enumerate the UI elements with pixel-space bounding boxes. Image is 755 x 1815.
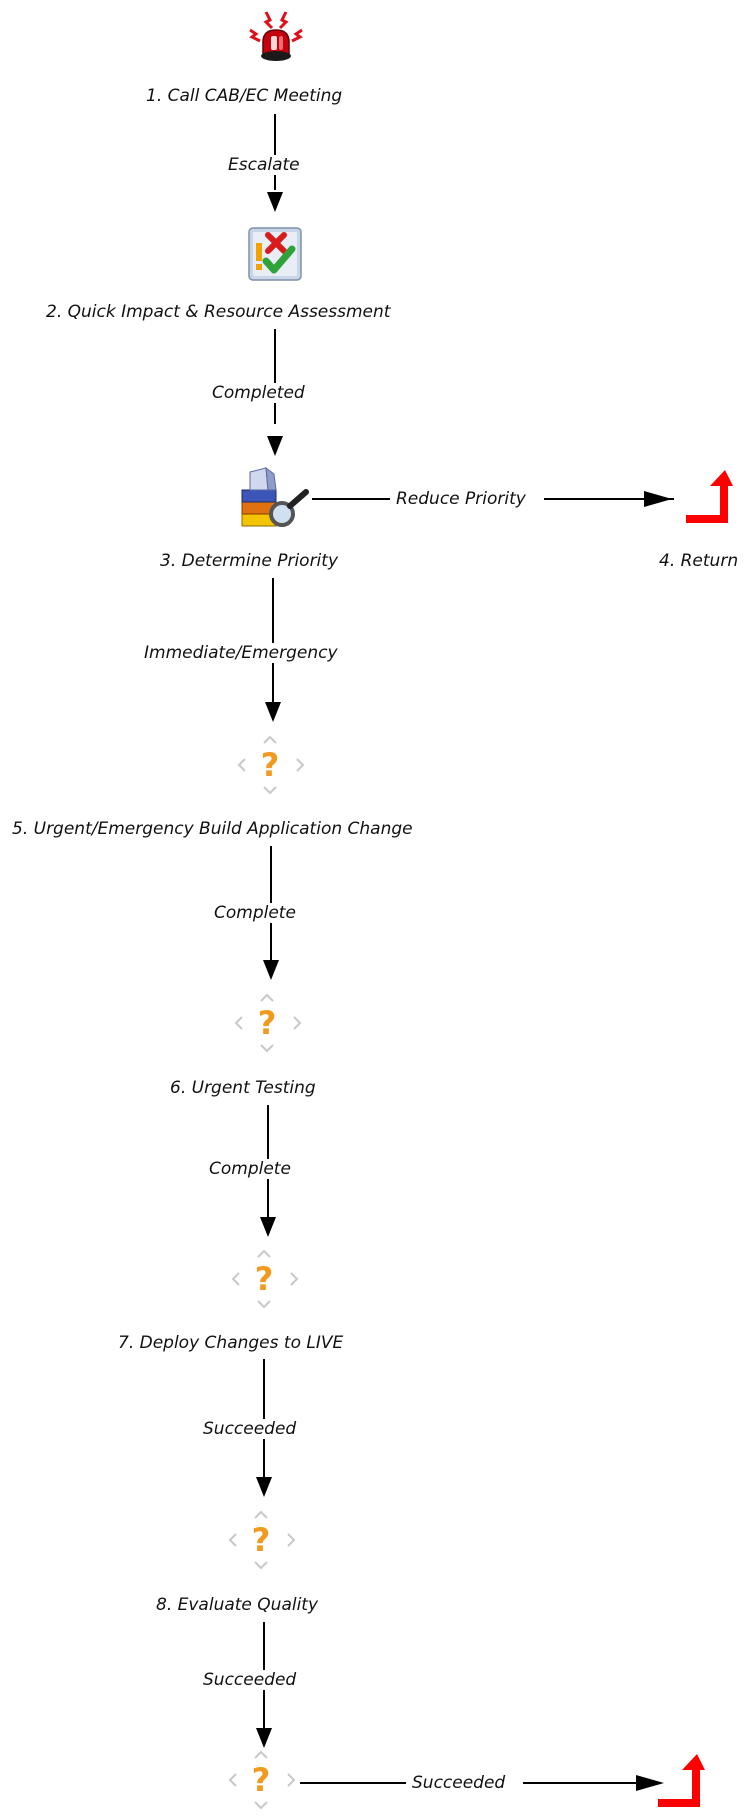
node-label-evaluate-quality: 8. Evaluate Quality [156,1595,319,1615]
analysis-icon[interactable] [238,466,310,530]
connector-line [274,114,276,190]
edge-label-complete: Complete [210,903,300,923]
edge-label-reduce-priority: Reduce Priority [390,489,544,509]
node-label-determine-priority: 3. Determine Priority [160,551,339,571]
arrow-head [644,491,672,507]
arrow-head [263,960,279,980]
edge-label-escalate: Escalate [224,155,304,175]
return-arrow-icon[interactable] [656,1752,706,1808]
node-label-quick-impact-resource-assessment: 2. Quick Impact & Resource Assessment [46,302,391,322]
svg-text:?: ? [261,746,280,784]
node-label-urgent-emergency-build-application-change: 5. Urgent/Emergency Build Application Ch… [12,819,413,839]
node-label-call-cab-ec-meeting: 1. Call CAB/EC Meeting [146,86,343,106]
edge-label-succeeded: Succeeded [199,1419,301,1439]
unknown-task-icon[interactable]: ? [228,1748,296,1812]
connector-line [263,1359,265,1477]
unknown-task-icon[interactable]: ? [228,1508,296,1572]
arrow-head [260,1217,276,1237]
arrow-head [256,1477,272,1497]
svg-text:?: ? [258,1004,277,1042]
assessment-icon[interactable] [248,227,302,281]
node-label-urgent-testing: 6. Urgent Testing [170,1078,316,1098]
node-label-return: 4. Return [659,551,739,571]
edge-label-succeeded: Succeeded [199,1670,301,1690]
svg-text:?: ? [255,1260,274,1298]
edge-label-succeeded: Succeeded [406,1773,524,1793]
edge-label-complete: Complete [205,1159,295,1179]
arrow-head [636,1775,664,1791]
arrow-head [265,702,281,722]
connector-line [272,578,274,702]
return-arrow-icon[interactable] [684,468,734,524]
edge-label-completed: Completed [208,383,309,403]
edge-label-immediate-emergency: Immediate/Emergency [140,643,342,663]
siren-icon[interactable] [244,8,308,64]
arrow-head [267,436,283,456]
unknown-task-icon[interactable]: ? [237,733,305,797]
connector-line [274,329,276,424]
arrow-head [267,192,283,212]
unknown-task-icon[interactable]: ? [234,991,302,1055]
unknown-task-icon[interactable]: ? [231,1247,299,1311]
svg-text:?: ? [252,1761,271,1799]
svg-text:?: ? [252,1521,271,1559]
arrow-head [256,1728,272,1748]
node-label-deploy-changes-to-live: 7. Deploy Changes to LIVE [118,1333,344,1353]
